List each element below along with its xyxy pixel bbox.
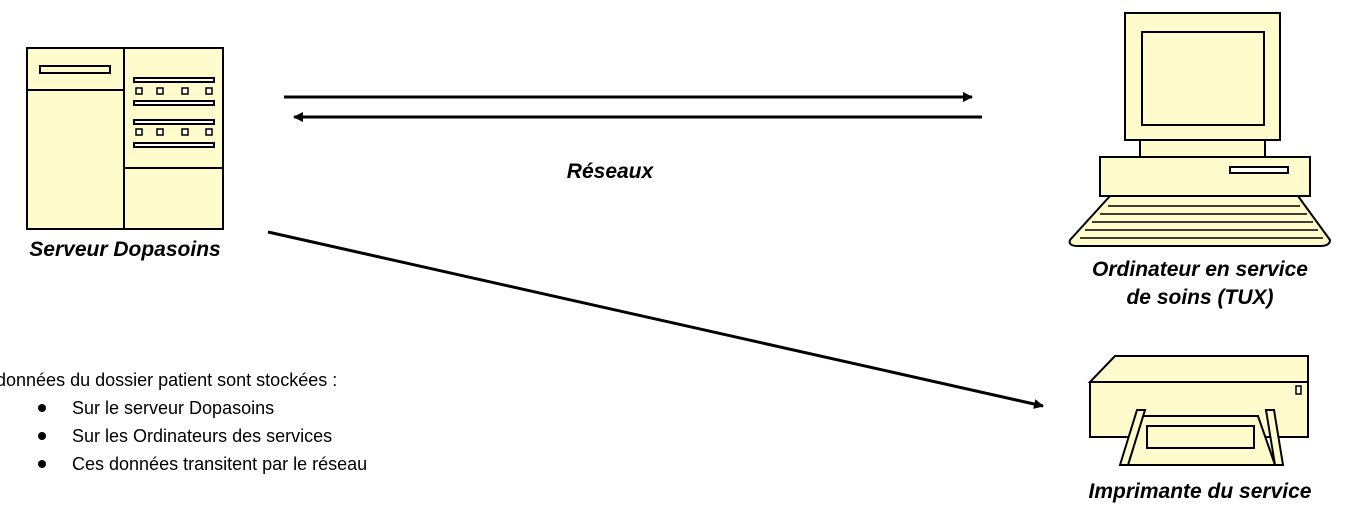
server-led bbox=[181, 128, 189, 136]
printer-label: Imprimante du service bbox=[1088, 480, 1312, 503]
server-rack-bar bbox=[133, 77, 215, 83]
server-led bbox=[205, 87, 213, 95]
server-led bbox=[135, 128, 143, 136]
list-item-text: Ces données transitent par le réseau bbox=[72, 454, 368, 474]
list-item: Ces données transitent par le réseau bbox=[38, 450, 367, 478]
list-item: Sur le serveur Dopasoins bbox=[38, 394, 367, 422]
server-led bbox=[156, 128, 164, 136]
printer-icon bbox=[1087, 355, 1309, 466]
server-rack-bar bbox=[133, 142, 215, 148]
tray-side bbox=[1118, 409, 1147, 466]
storage-list: Sur le serveur Dopasoins Sur les Ordinat… bbox=[38, 394, 367, 478]
monitor-screen bbox=[1141, 31, 1265, 126]
server-rack-bar bbox=[133, 100, 215, 106]
server-led bbox=[181, 87, 189, 95]
printer-top bbox=[1087, 355, 1309, 383]
list-item-text: Sur les Ordinateurs des services bbox=[72, 426, 333, 446]
tray-side bbox=[1264, 409, 1285, 466]
server-led bbox=[205, 128, 213, 136]
computer-label-line: Ordinateur en service bbox=[1092, 258, 1308, 281]
printer-button bbox=[1295, 385, 1302, 395]
computer-label-line: de soins (TUX) bbox=[1126, 286, 1274, 309]
server-icon bbox=[26, 47, 224, 230]
list-item-text: Sur le serveur Dopasoins bbox=[72, 398, 275, 418]
bullet-icon bbox=[38, 432, 46, 440]
bullet-icon bbox=[38, 404, 46, 412]
list-item: Sur les Ordinateurs des services bbox=[38, 422, 367, 450]
arrow-to-printer bbox=[267, 230, 1044, 409]
server-rack-bar bbox=[133, 119, 215, 125]
computer-label: Ordinateur en service de soins (TUX) bbox=[1055, 256, 1345, 312]
floppy-drive bbox=[1229, 166, 1289, 174]
keyboard bbox=[1068, 195, 1332, 247]
server-led bbox=[135, 87, 143, 95]
network-label: Réseaux bbox=[566, 160, 654, 183]
paper-sheet bbox=[1146, 425, 1255, 449]
server-drive-slot bbox=[39, 65, 111, 74]
server-led bbox=[156, 87, 164, 95]
bullet-icon bbox=[38, 460, 46, 468]
server-label: Serveur Dopasoins bbox=[29, 238, 221, 261]
storage-intro-text: données du dossier patient sont stockées… bbox=[0, 370, 338, 390]
monitor-stand bbox=[1139, 139, 1266, 158]
computer-icon bbox=[1068, 12, 1332, 247]
computer-base bbox=[1099, 156, 1311, 197]
